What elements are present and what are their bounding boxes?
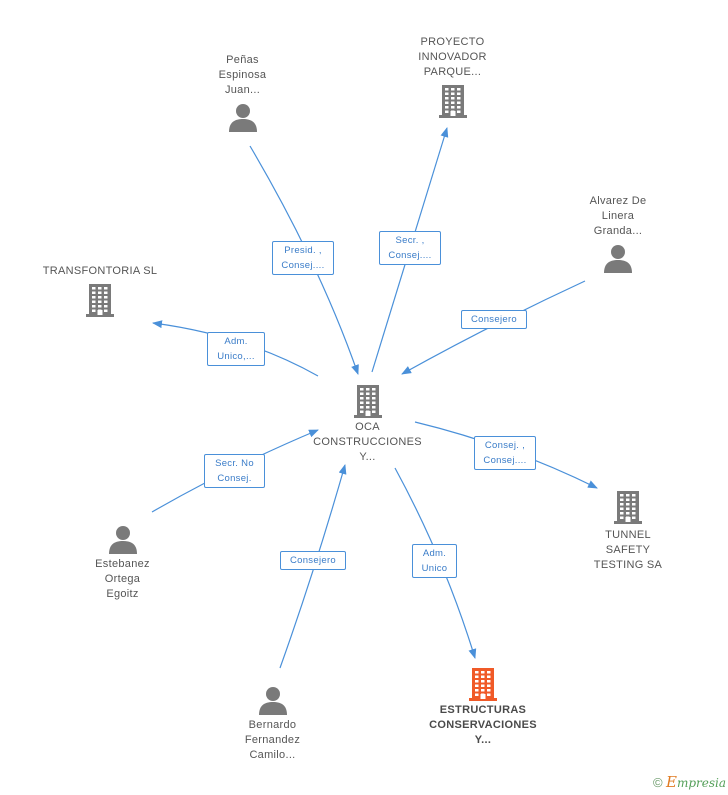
node-company-proyecto[interactable]: PROYECTO INNOVADOR PARQUE...	[400, 35, 505, 120]
node-label-line: Juan...	[224, 84, 261, 96]
edge-label-proyecto[interactable]: Secr. , Consej....	[379, 231, 441, 265]
node-center-company[interactable]: OCA CONSTRUCCIONES Y...	[300, 380, 435, 465]
edge-label-transfontoria[interactable]: Adm. Unico,...	[207, 332, 265, 366]
edge-label-line: Consej....	[388, 250, 432, 261]
node-label-line: INNOVADOR	[418, 51, 487, 63]
edge-label-line: Consej....	[483, 455, 527, 466]
edge-label-line: Consejero	[289, 555, 336, 566]
edge-label-line: Secr. No	[215, 458, 254, 469]
edge-label-alvarez[interactable]: Consejero	[461, 310, 527, 329]
footer-brand[interactable]: © Empresia	[653, 773, 726, 791]
node-label-line: Ortega	[104, 573, 141, 585]
node-label-line: Camilo...	[249, 749, 296, 761]
node-label-line: TRANSFONTORIA SL	[42, 265, 158, 277]
brand-logo-text: mpresia	[676, 776, 726, 790]
brand-logo: Empresia	[665, 773, 726, 791]
edge-label-line: Consej. ,	[484, 440, 526, 451]
edge-label-estebanez[interactable]: Secr. No Consej.	[204, 454, 265, 488]
node-label-line: CONSTRUCCIONES	[313, 436, 422, 448]
person-icon	[568, 239, 668, 279]
person-icon	[75, 520, 170, 557]
node-company-transfontoria[interactable]: TRANSFONTORIA SL	[35, 264, 165, 319]
node-label-line: Bernardo	[248, 719, 297, 731]
edge-label-estructuras[interactable]: Adm. Unico	[412, 544, 457, 578]
node-person-estebanez[interactable]: Estebanez Ortega Egoitz	[75, 520, 170, 602]
edge-label-line: Unico	[421, 563, 448, 574]
edge-label-line: Secr. ,	[395, 235, 425, 246]
node-label-line: ESTRUCTURAS	[439, 704, 527, 716]
node-label-line: Alvarez De	[589, 195, 647, 207]
node-label-line: SAFETY	[605, 544, 651, 556]
node-label-line: Y...	[474, 734, 492, 746]
node-label-line: Linera	[601, 210, 635, 222]
node-label-line: OCA	[355, 421, 380, 433]
brand-logo-initial: E	[665, 773, 677, 791]
building-icon	[35, 279, 165, 319]
edge-label-line: Consej....	[281, 260, 325, 271]
node-person-penas[interactable]: Peñas Espinosa Juan...	[195, 53, 290, 138]
node-label-line: Granda...	[593, 225, 643, 237]
node-label-line: Peñas	[226, 54, 259, 66]
node-label-line: CONSERVACIONES	[429, 719, 537, 731]
edge-label-line: Consejero	[470, 314, 517, 325]
node-label-line: Estebanez	[95, 558, 150, 570]
person-icon	[195, 98, 290, 138]
edge-label-line: Unico,...	[217, 351, 255, 362]
edge-label-line: Presid. ,	[284, 245, 322, 256]
node-label-line: Egoitz	[106, 588, 139, 600]
node-label-line: TUNNEL	[605, 529, 651, 541]
building-icon	[400, 80, 505, 120]
edge-label-bernardo[interactable]: Consejero	[280, 551, 346, 570]
node-label-line: PROYECTO	[420, 36, 485, 48]
edge-label-line: Consej.	[217, 473, 252, 484]
node-label-line: Espinosa	[218, 69, 267, 81]
person-icon	[225, 681, 320, 718]
edge-label-tunnel[interactable]: Consej. , Consej....	[474, 436, 536, 470]
copyright-icon: ©	[653, 775, 663, 790]
node-label-line: Y...	[359, 451, 376, 463]
node-company-tunnel[interactable]: TUNNEL SAFETY TESTING SA	[578, 486, 678, 573]
node-person-alvarez[interactable]: Alvarez De Linera Granda...	[568, 194, 668, 279]
node-label-line: Fernandez	[244, 734, 301, 746]
node-person-bernardo[interactable]: Bernardo Fernandez Camilo...	[225, 681, 320, 763]
building-icon-highlighted	[418, 663, 548, 703]
node-company-estructuras[interactable]: ESTRUCTURAS CONSERVACIONES Y...	[418, 663, 548, 748]
building-icon	[300, 380, 435, 420]
edge-label-penas[interactable]: Presid. , Consej....	[272, 241, 334, 275]
node-label-line: TESTING SA	[593, 559, 663, 571]
node-label-line: PARQUE...	[423, 66, 482, 78]
building-icon	[578, 486, 678, 528]
edge-label-line: Adm.	[422, 548, 447, 559]
edge-label-line: Adm.	[224, 336, 248, 347]
